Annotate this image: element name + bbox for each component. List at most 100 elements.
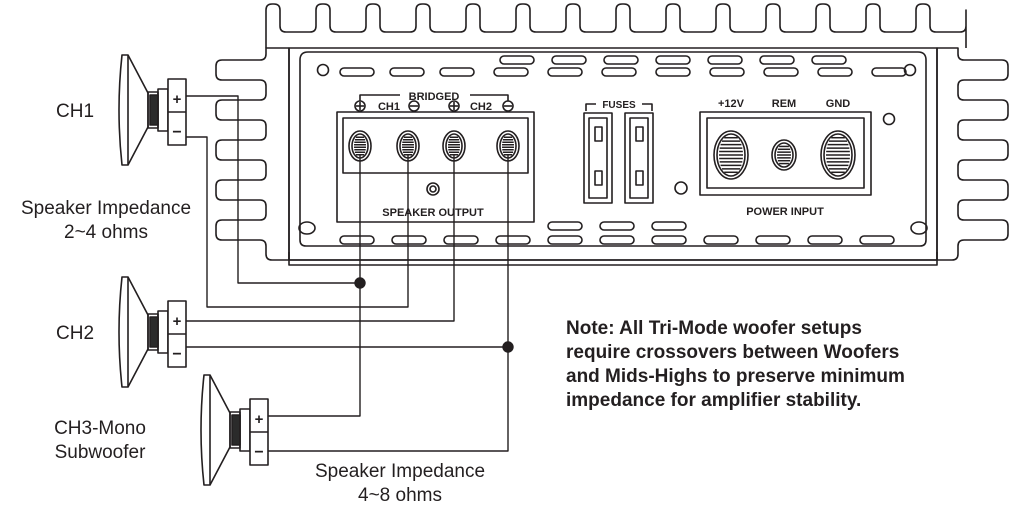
vent-slot xyxy=(389,67,425,77)
vent-slot xyxy=(499,55,535,65)
wire-ch1-plus xyxy=(186,95,360,284)
junction-dot xyxy=(502,341,514,353)
speaker-cap xyxy=(149,316,159,348)
amplifier-body xyxy=(288,47,938,266)
speaker-minus-label: − xyxy=(172,346,181,363)
speaker-plus-label: + xyxy=(173,313,182,330)
vent-slot xyxy=(707,55,743,65)
power-gnd-label: GND xyxy=(826,98,851,110)
note-line-1: Note: All Tri-Mode woofer setups xyxy=(566,317,986,341)
bridged-bracket-right xyxy=(470,94,509,101)
ch2-label: CH2 xyxy=(56,323,95,344)
minus-symbol xyxy=(502,100,514,112)
vent-slot xyxy=(547,67,583,77)
power-12v-label: +12V xyxy=(718,98,745,110)
plus-symbol xyxy=(448,100,460,112)
vent-slot xyxy=(651,235,687,245)
power-terminal-12v xyxy=(713,130,749,180)
vent-slot xyxy=(811,55,847,65)
fuse-block: FUSES xyxy=(583,100,654,204)
speaker-cone xyxy=(209,374,231,486)
ch1-label: CH1 xyxy=(56,101,95,122)
vent-slot xyxy=(859,235,895,245)
speaker-cone xyxy=(127,276,149,388)
speaker-ch2: +− xyxy=(118,276,187,388)
wiring xyxy=(186,95,514,452)
speaker-rim xyxy=(200,374,211,486)
speaker-ch1: +− xyxy=(118,54,187,166)
speaker-subwoofer: +− xyxy=(200,374,269,486)
note-line-4: impedance for amplifier stability. xyxy=(566,390,862,411)
speaker-rim xyxy=(118,276,129,388)
note-heading: Note: xyxy=(566,318,615,339)
ch3-mono-label: CH3-Mono xyxy=(54,418,146,439)
mount-screw-center xyxy=(429,185,437,193)
terminal-ch2-label: CH2 xyxy=(470,101,492,113)
note-text-1: All Tri-Mode woofer setups xyxy=(614,318,862,339)
plus-symbol xyxy=(354,100,366,112)
vent-slot xyxy=(817,67,853,77)
vent-slot xyxy=(339,235,375,245)
vent-slot xyxy=(599,221,635,231)
speaker-plus-label: + xyxy=(255,411,264,428)
vent-slot xyxy=(547,235,583,245)
vent-slots-top xyxy=(339,55,907,77)
impedance-4-8-title: Speaker Impedance xyxy=(314,461,486,482)
power-input-block: +12V REM GND POWER INPUT xyxy=(699,98,872,218)
vent-slot xyxy=(443,235,479,245)
speaker-cap xyxy=(231,414,241,446)
fuses-bracket-right xyxy=(642,103,653,111)
speaker-minus-label: − xyxy=(172,124,181,141)
amplifier-heatsink xyxy=(215,3,1009,261)
vent-slot xyxy=(709,67,745,77)
speaker-minus-label: − xyxy=(254,444,263,461)
vent-slot xyxy=(603,55,639,65)
note-line-3: and Mids-Highs to preserve minimum xyxy=(566,366,905,387)
mount-screw xyxy=(882,112,896,126)
vent-slot xyxy=(601,67,637,77)
fuse xyxy=(583,112,613,204)
speakers: +−+−+− xyxy=(118,54,269,486)
power-terminals xyxy=(713,130,856,180)
vent-slots-bottom xyxy=(339,221,895,245)
vent-slot xyxy=(755,235,791,245)
power-terminal-rem xyxy=(771,139,797,171)
bridged-label: BRIDGED xyxy=(409,91,460,103)
impedance-4-8-value: 4~8 ohms xyxy=(358,485,442,506)
speaker-rim xyxy=(118,54,129,166)
vent-slot xyxy=(703,235,739,245)
wire-ch2-plus xyxy=(186,154,455,322)
subwoofer-label: Subwoofer xyxy=(54,442,146,463)
speaker-cone xyxy=(127,54,149,166)
note-block: Note: All Tri-Mode woofer setups require… xyxy=(566,317,986,413)
vent-slot xyxy=(763,67,799,77)
mount-screw xyxy=(674,181,688,195)
mount-screw xyxy=(316,63,330,77)
mount-screw xyxy=(426,182,440,196)
minus-symbol xyxy=(408,100,420,112)
vent-slot xyxy=(551,55,587,65)
bridged-bracket-left xyxy=(359,94,400,101)
speaker-output-block: BRIDGED CH1 CH2 SPEAKER OUTPUT xyxy=(336,91,535,223)
impedance-2-4-value: 2~4 ohms xyxy=(64,222,148,243)
mount-hole xyxy=(298,221,316,235)
wire-sub-plus xyxy=(268,154,361,417)
speaker-plus-label: + xyxy=(173,91,182,108)
vent-slot xyxy=(871,67,907,77)
vent-slot xyxy=(547,221,583,231)
vent-slot xyxy=(655,55,691,65)
vent-slot xyxy=(651,221,687,231)
mount-screw xyxy=(903,63,917,77)
junction-dot xyxy=(354,277,366,289)
power-terminal-gnd xyxy=(820,130,856,180)
vent-slot xyxy=(599,235,635,245)
vent-slot xyxy=(439,67,475,77)
speaker-cap xyxy=(149,94,159,126)
vent-slot xyxy=(655,67,691,77)
fuses-bracket-left xyxy=(585,103,596,111)
wire-sub-minus xyxy=(268,154,509,452)
vent-slot xyxy=(391,235,427,245)
terminal-ch1-label: CH1 xyxy=(378,101,400,113)
